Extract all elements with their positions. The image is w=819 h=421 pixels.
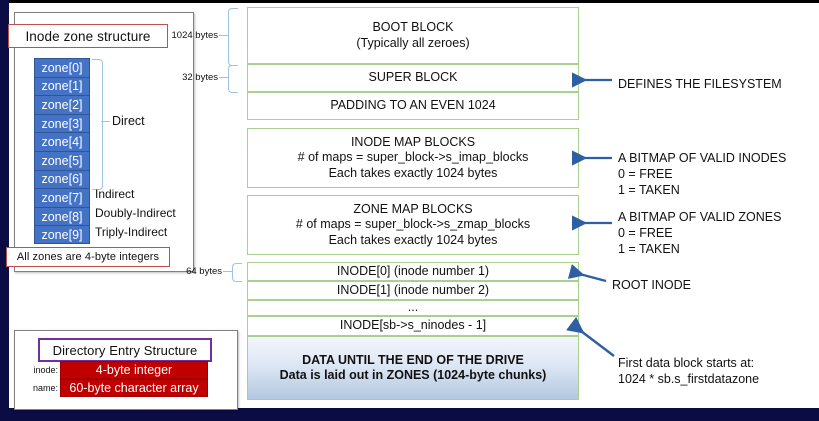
doubly-indirect-label: Doubly-Indirect (95, 206, 176, 220)
zone-cell: zone[4] (34, 132, 90, 151)
data-region-block: DATA UNTIL THE END OF THE DRIVE Data is … (247, 336, 579, 400)
all-zones-footnote: All zones are 4-byte integers (6, 247, 170, 267)
zone-map-line-1: ZONE MAP BLOCKS (353, 201, 473, 216)
zone-map-blocks: ZONE MAP BLOCKS # of maps = super_block-… (247, 195, 579, 255)
inode-zone-structure-title: Inode zone structure (8, 24, 168, 48)
super-block-line-1: SUPER BLOCK (368, 70, 458, 85)
slide-left-border (0, 0, 9, 421)
inode-0-label: INODE[0] (inode number 1) (336, 263, 490, 278)
inode-size-tick (223, 271, 232, 272)
data-region-line-1: DATA UNTIL THE END OF THE DRIVE (302, 352, 524, 367)
direct-zones-bracket-tick (101, 121, 110, 122)
padding-block: PADDING TO AN EVEN 1024 (247, 92, 579, 120)
super-block-size-bracket (228, 65, 238, 93)
zone-cell: zone[1] (34, 76, 90, 96)
super-block-size-label: 32 bytes (182, 72, 218, 83)
inode-map-line-3: Each takes exactly 1024 bytes (328, 165, 498, 180)
inode-size-label: 64 bytes (186, 266, 222, 277)
inode-size-bracket (232, 263, 242, 282)
root-inode-annotation: ROOT INODE (612, 278, 691, 292)
zone-cell: zone[9] (34, 225, 90, 244)
direct-zones-bracket (92, 59, 103, 190)
inode-last-row: INODE[sb->s_ninodes - 1] (247, 316, 579, 336)
inode-map-annotation: A BITMAP OF VALID INODES 0 = FREE 1 = TA… (618, 151, 787, 197)
inode-ellipsis-label: ... (407, 300, 419, 315)
boot-block: BOOT BLOCK (Typically all zeroes) (247, 7, 579, 64)
inode-ellipsis-row: ... (247, 300, 579, 316)
dir-entry-inode-value: 4-byte integer (60, 361, 208, 379)
zone-cell: zone[2] (34, 95, 90, 114)
directory-entry-title: Directory Entry Structure (38, 338, 212, 362)
boot-block-size-bracket (228, 8, 238, 66)
zone-map-line-3: Each takes exactly 1024 bytes (328, 232, 498, 247)
zone-cell: zone[7] (34, 188, 90, 207)
zone-cell: zone[0] (34, 58, 90, 77)
boot-block-size-label: 1024 bytes (171, 30, 218, 41)
inode-1-label: INODE[1] (inode number 2) (336, 282, 490, 297)
boot-block-size-tick (219, 35, 228, 36)
zone-cell: zone[8] (34, 206, 90, 226)
dir-entry-name-value: 60-byte character array (60, 379, 208, 397)
padding-block-line-1: PADDING TO AN EVEN 1024 (330, 98, 496, 113)
zone-cell: zone[6] (34, 169, 90, 189)
inode-last-label: INODE[sb->s_ninodes - 1] (339, 318, 487, 333)
slide-bottom-border (0, 408, 819, 421)
indirect-label: Indirect (95, 187, 135, 201)
slide-top-border (9, 0, 819, 3)
super-block: SUPER BLOCK (247, 64, 579, 92)
data-region-line-2: Data is laid out in ZONES (1024-byte chu… (279, 368, 547, 382)
inode-1-row: INODE[1] (inode number 2) (247, 281, 579, 300)
boot-block-line-2: (Typically all zeroes) (356, 35, 470, 50)
zone-map-line-2: # of maps = super_block->s_zmap_blocks (295, 217, 531, 232)
zone-cell: zone[3] (34, 113, 90, 133)
dir-entry-name-label: name: (32, 383, 58, 393)
boot-block-line-1: BOOT BLOCK (372, 20, 454, 34)
super-block-annotation: DEFINES THE FILESYSTEM (618, 77, 782, 91)
direct-label: Direct (112, 114, 145, 128)
dir-entry-inode-label: inode: (33, 365, 58, 375)
inode-map-line-2: # of maps = super_block->s_imap_blocks (297, 150, 529, 165)
zone-map-annotation: A BITMAP OF VALID ZONES 0 = FREE 1 = TAK… (618, 210, 782, 256)
inode-0-row: INODE[0] (inode number 1) (247, 262, 579, 281)
inode-map-line-1: INODE MAP BLOCKS (350, 134, 476, 149)
zone-cell: zone[5] (34, 150, 90, 170)
super-block-size-tick (219, 77, 228, 78)
zone-list: zone[0] zone[1] zone[2] zone[3] zone[4] … (34, 58, 90, 244)
data-block-annotation: First data block starts at: 1024 * sb.s_… (618, 356, 760, 386)
triply-indirect-label: Triply-Indirect (95, 225, 168, 239)
inode-map-blocks: INODE MAP BLOCKS # of maps = super_block… (247, 128, 579, 188)
